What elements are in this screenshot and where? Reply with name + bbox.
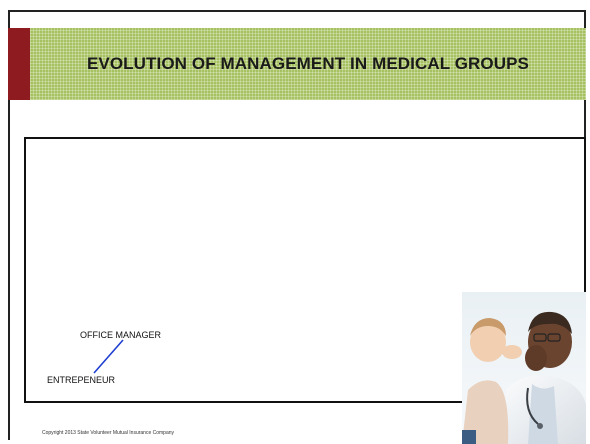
copyright-footer: Copyright 2013 State Volunteer Mutual In…	[42, 430, 175, 436]
entrepreneur-label: ENTREPENEUR	[47, 375, 116, 385]
title-accent-bar	[8, 28, 30, 100]
doctor-with-child-photo	[462, 292, 586, 444]
office-manager-label: OFFICE MANAGER	[80, 330, 162, 340]
title-band	[30, 28, 586, 100]
slide-title: EVOLUTION OF MANAGEMENT IN MEDICAL GROUP…	[86, 54, 529, 73]
